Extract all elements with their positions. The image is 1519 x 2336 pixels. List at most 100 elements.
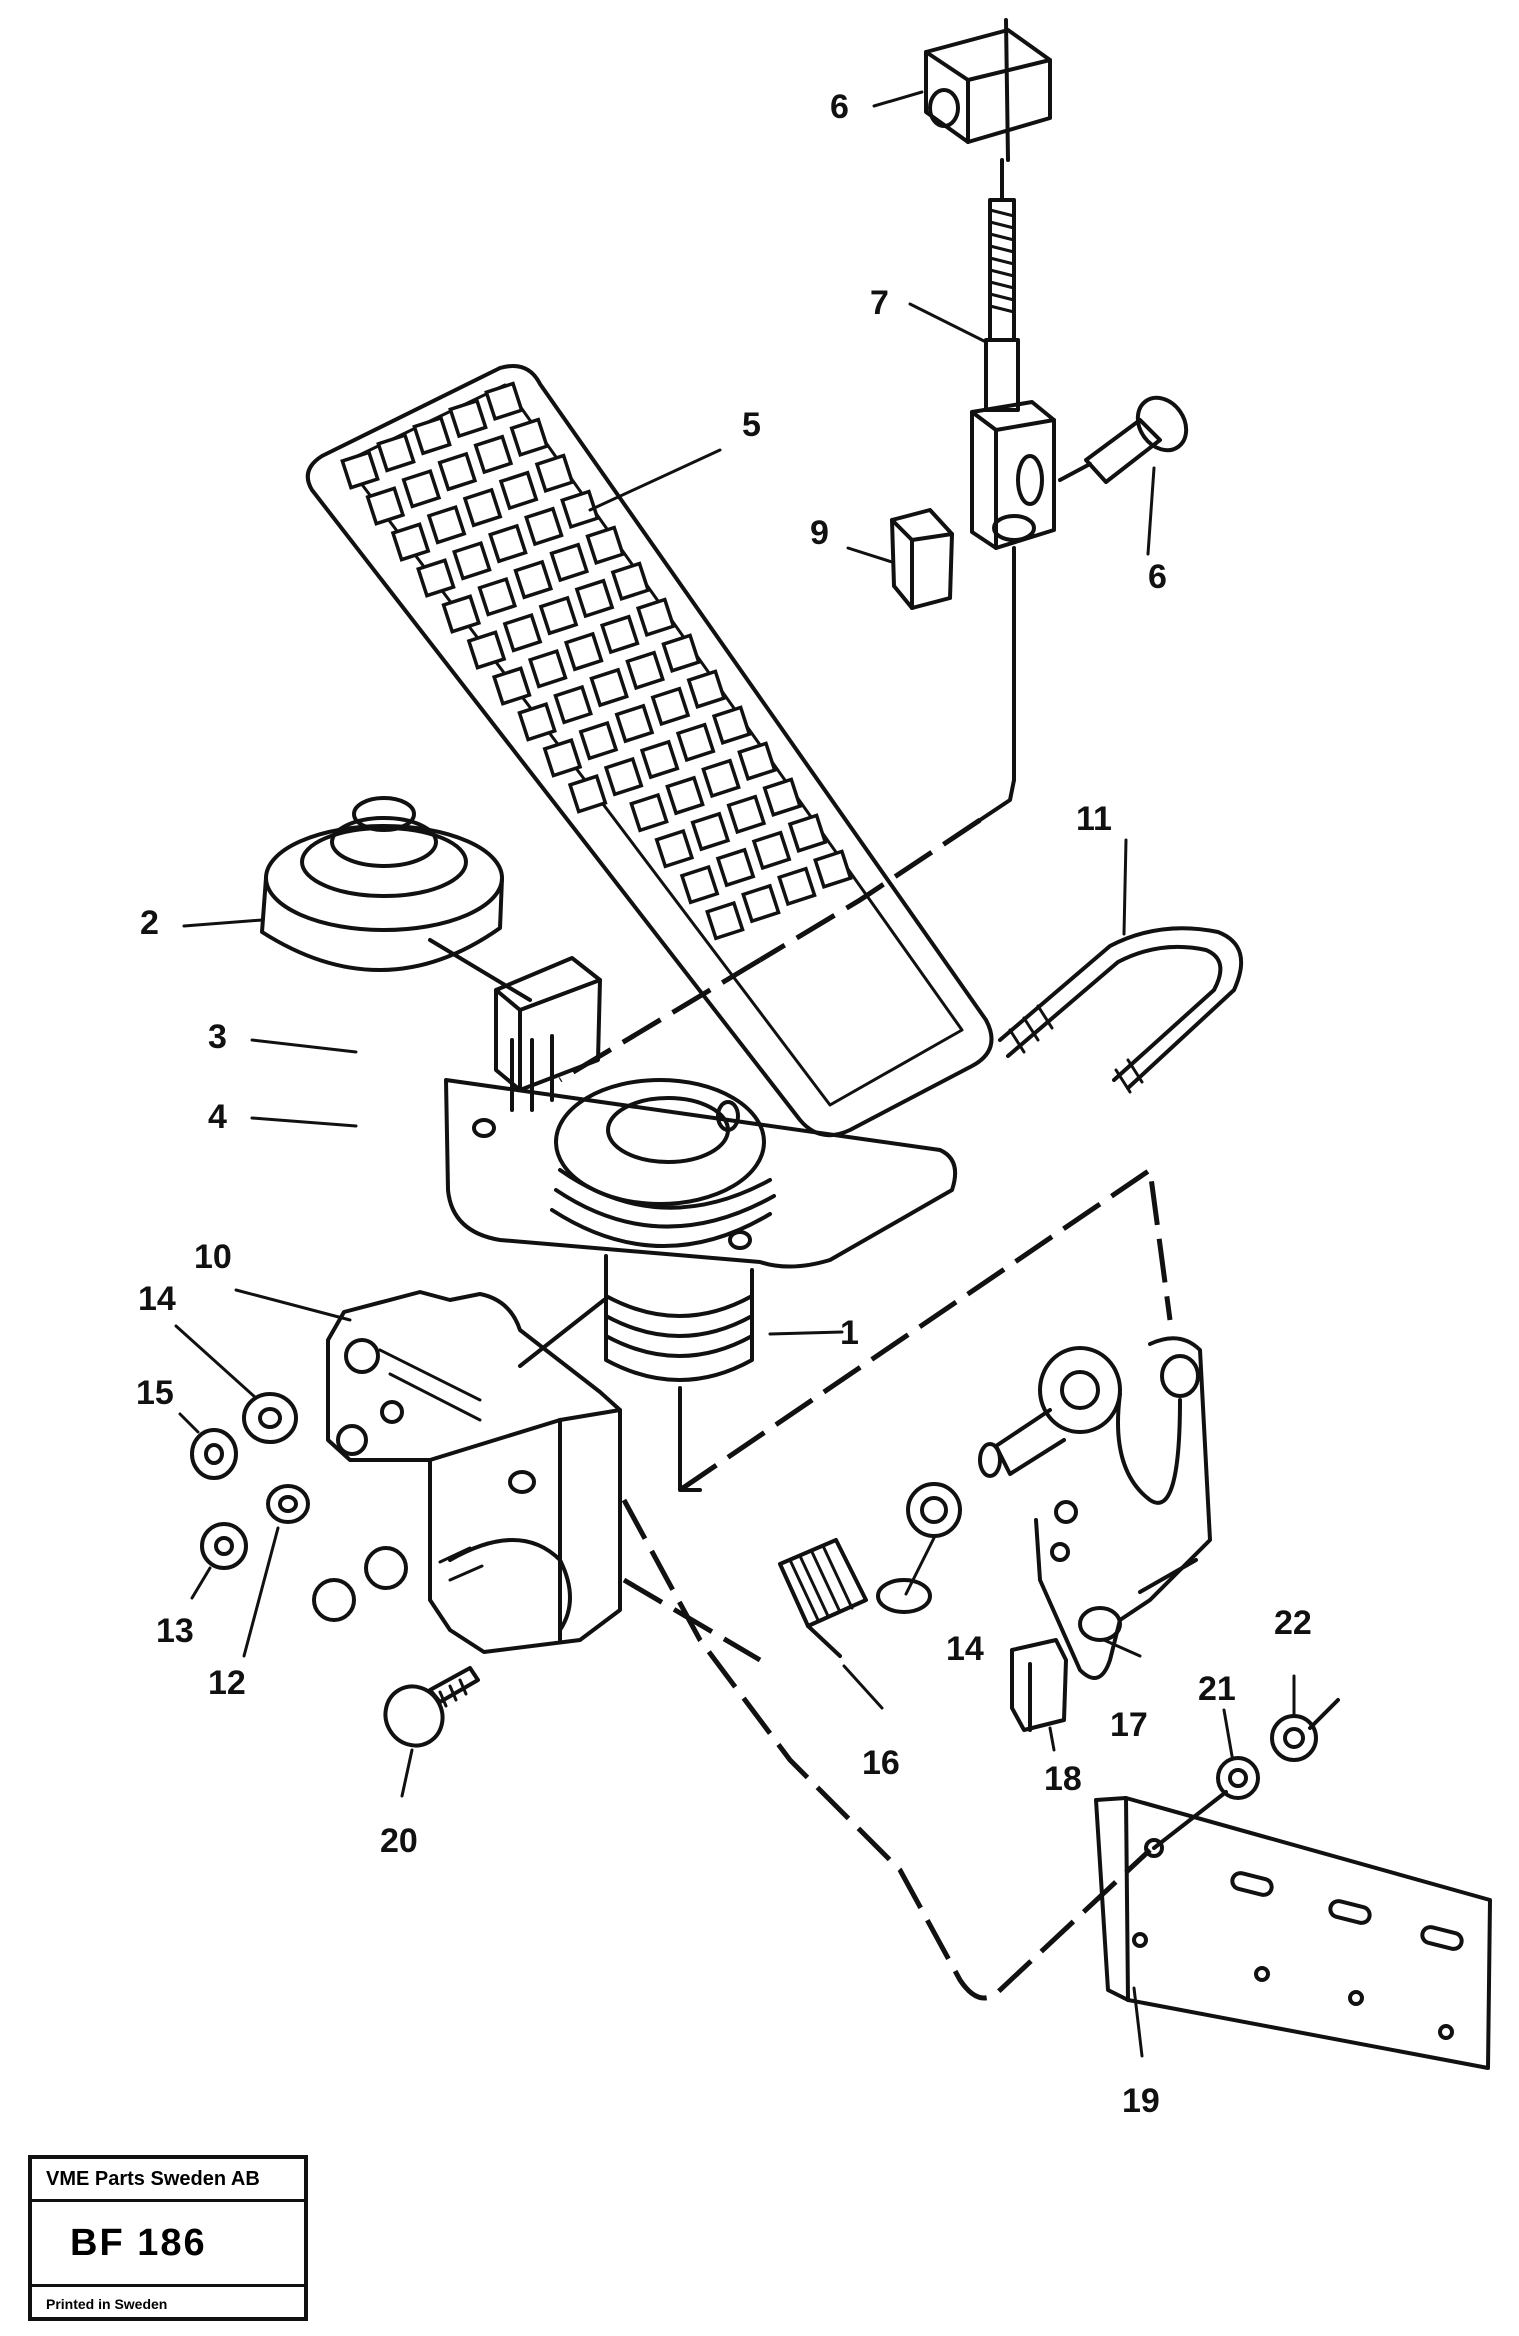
tread-square (365, 486, 406, 526)
part-19-mounting-plate (1094, 1790, 1492, 2070)
tread-square (473, 434, 514, 475)
leader-lines (174, 90, 1296, 2058)
part-17-lever (978, 1336, 1212, 1680)
tread-square (390, 522, 431, 562)
tread-square (553, 684, 593, 725)
callout-3: 3 (208, 1018, 227, 1056)
callout-9: 9 (810, 514, 829, 552)
tread-square (603, 756, 644, 797)
callout-11: 11 (1076, 800, 1112, 838)
part-16-spring (778, 1538, 932, 1658)
callout-6-top: 6 (830, 88, 849, 126)
callout-2: 2 (140, 904, 159, 942)
tread-square (560, 489, 600, 530)
callout-6-bolt: 6 (1148, 558, 1167, 596)
part-2-cap (260, 796, 532, 1002)
part-22-washer (1270, 1698, 1340, 1762)
tread-square (484, 381, 524, 422)
tread-square (629, 792, 669, 833)
tread-square (488, 523, 528, 564)
tread-square (563, 631, 604, 672)
tread-square (502, 612, 543, 653)
part-15-nut-left (190, 1428, 238, 1480)
part-10-bracket-housing (326, 1290, 622, 1654)
tread-square (517, 702, 557, 742)
callout-14-left: 14 (138, 1280, 176, 1318)
callout-20: 20 (380, 1822, 418, 1860)
callout-13: 13 (156, 1612, 194, 1650)
part-18-clip (1010, 1638, 1068, 1732)
part-21-nut (1216, 1756, 1260, 1800)
tread-square (498, 470, 539, 511)
callout-12: 12 (208, 1664, 246, 1702)
tread-square (477, 576, 518, 617)
part-washer-pair (312, 1546, 408, 1622)
tread-square (665, 775, 705, 816)
tread-square (690, 811, 731, 852)
callout-18: 18 (1044, 1760, 1082, 1798)
pedal-tread-pattern (340, 381, 853, 941)
callout-1: 1 (840, 1314, 859, 1352)
tread-square (585, 525, 626, 566)
callout-21: 21 (1198, 1670, 1236, 1708)
part-13-nut (200, 1522, 248, 1570)
tread-square (711, 705, 752, 745)
tread-square (416, 558, 456, 598)
tread-square (509, 417, 550, 458)
assembly-dashed-lines (558, 817, 1173, 2001)
tread-square (466, 630, 507, 670)
part-14-washer-left (242, 1392, 298, 1444)
tread-square (437, 451, 478, 492)
tread-square (661, 633, 701, 673)
tread-square (625, 650, 665, 691)
part-11-u-spring (998, 926, 1244, 1094)
tread-square (701, 758, 741, 799)
tread-square (524, 506, 564, 547)
tread-square (534, 453, 575, 494)
tread-square (675, 722, 716, 763)
tread-square (376, 432, 416, 473)
callout-4: 4 (208, 1098, 227, 1136)
tread-square (705, 900, 745, 941)
part-bracket (494, 956, 602, 1112)
part-9-clip (890, 508, 954, 610)
tread-square (441, 594, 482, 634)
part-6-clamp-block (924, 18, 1052, 162)
part-14-bushing-right (906, 1482, 962, 1538)
callout-17: 17 (1110, 1706, 1148, 1744)
tread-square (679, 864, 720, 905)
tread-square (426, 504, 467, 545)
tread-square (538, 595, 579, 636)
tread-square (452, 540, 492, 581)
tread-square (715, 847, 756, 888)
tread-square (549, 542, 590, 583)
tread-square (542, 738, 583, 778)
tread-square (777, 866, 817, 907)
part-8-bolt (1058, 395, 1189, 484)
tread-square (412, 415, 452, 456)
part-base-plate (444, 1078, 957, 1269)
part-12-washer (266, 1484, 310, 1524)
tread-square (491, 666, 532, 706)
part-1-bellows (604, 1254, 754, 1492)
tread-square (614, 703, 655, 744)
part-7-threaded-rod (984, 158, 1020, 412)
callout-7: 7 (870, 284, 889, 322)
tread-square (513, 559, 554, 600)
callout-16: 16 (862, 1744, 900, 1782)
callout-5: 5 (742, 406, 761, 444)
tread-square (462, 487, 503, 528)
tread-square (574, 578, 615, 619)
tread-square (610, 561, 651, 602)
tread-square (589, 667, 629, 708)
callout-labels: 6 7 5 9 6 11 2 3 4 10 1 14 15 13 12 14 1… (136, 88, 1312, 2120)
tread-square (340, 450, 380, 490)
tread-square (567, 774, 608, 814)
title-block-footer: Printed in Sweden (46, 2296, 168, 2312)
tread-square (726, 794, 767, 835)
part-20-bolt (383, 1666, 480, 1748)
callout-22: 22 (1274, 1604, 1312, 1642)
tread-square (751, 830, 792, 871)
title-block: VME Parts Sweden AB BF 186 Printed in Sw… (28, 2155, 308, 2321)
